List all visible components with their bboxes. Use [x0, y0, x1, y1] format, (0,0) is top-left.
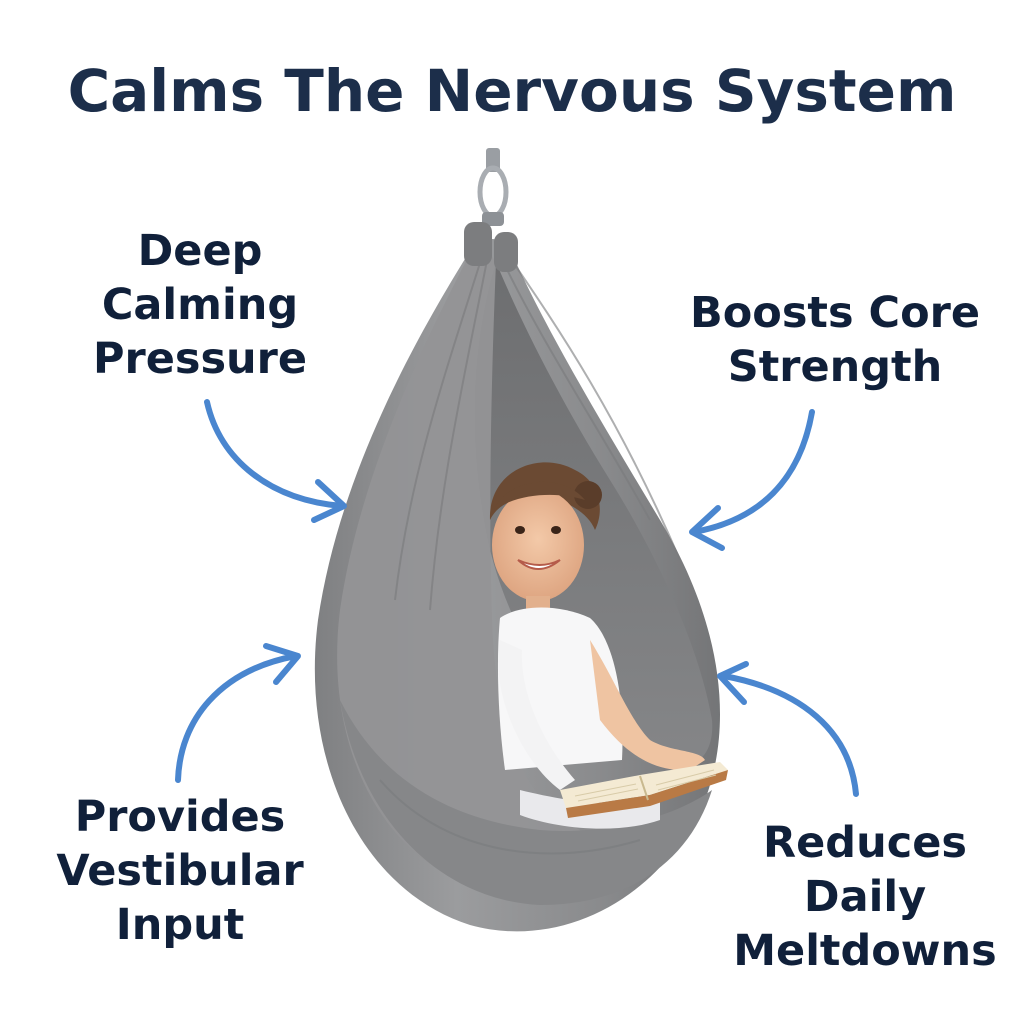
child-figure: [489, 462, 705, 829]
callout-reduces-daily-meltdowns: Reduces Daily Meltdowns: [720, 816, 1010, 978]
callout-deep-calming-pressure: Deep Calming Pressure: [55, 224, 345, 386]
callout-line: Boosts Core: [689, 288, 981, 338]
callout-line: Meltdowns: [733, 926, 997, 976]
carabiner-hook: [477, 148, 509, 226]
callout-line: Calming: [101, 280, 299, 330]
arrow-bottom-right: [717, 661, 859, 797]
callout-line: Deep: [137, 226, 263, 276]
callout-line: Vestibular: [56, 846, 304, 896]
headline: Calms The Nervous System: [67, 57, 957, 125]
callout-line: Daily: [803, 872, 927, 922]
callout-line: Input: [115, 900, 245, 950]
callout-provides-vestibular-input: Provides Vestibular Input: [30, 790, 330, 952]
callout-line: Reduces: [763, 818, 967, 868]
arrow-bottom-left: [175, 643, 301, 783]
callout-line: Strength: [727, 342, 943, 392]
callout-line: Provides: [74, 792, 286, 842]
open-book: [560, 762, 728, 818]
callout-line: Pressure: [92, 334, 308, 384]
callout-boosts-core-strength: Boosts Core Strength: [670, 286, 1000, 394]
arrow-top-right: [689, 409, 815, 551]
arrow-top-left: [204, 399, 347, 523]
